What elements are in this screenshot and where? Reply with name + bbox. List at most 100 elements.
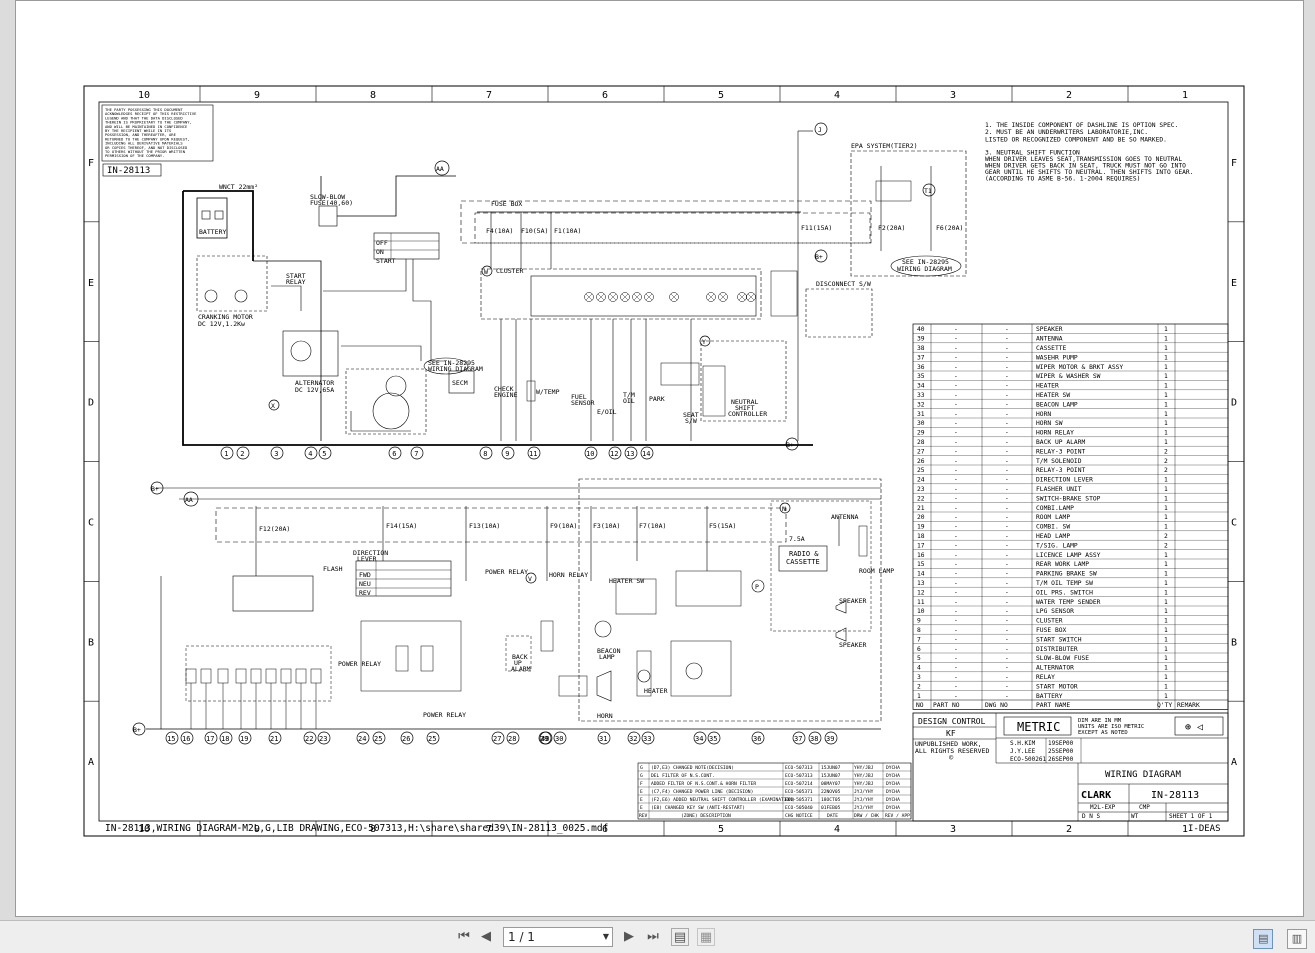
part-name-cell: START SWITCH <box>1036 636 1082 643</box>
part-no-cell: 21 <box>917 505 925 512</box>
confidential-line: RETURNED TO THE COMPANY UPON REQUEST, <box>105 136 190 141</box>
part-qty-cell: 1 <box>1164 627 1168 634</box>
first-page-button[interactable]: ⏮ <box>458 929 470 944</box>
svg-text:ALL RIGHTS RESERVED: ALL RIGHTS RESERVED <box>915 747 989 755</box>
part-qty-cell: 1 <box>1164 524 1168 531</box>
row-label: A <box>88 757 94 768</box>
part-name-cell: RELAY-3 POINT <box>1036 448 1085 455</box>
part-no-cell: 27 <box>917 448 925 455</box>
svg-text:RADIO &: RADIO & <box>789 550 819 558</box>
parts-header-cell: DWG NO <box>985 702 1008 709</box>
svg-text:F10(5A): F10(5A) <box>521 227 548 235</box>
single-page-view-icon[interactable]: ▤ <box>1253 929 1274 949</box>
part-no-cell: 4 <box>917 665 921 672</box>
revision-cell: (F2,E6) ADDED NEUTRAL SHIFT CONTROLLER (… <box>651 797 795 803</box>
svg-text:7.5A: 7.5A <box>789 535 805 543</box>
part-name-cell: HORN SW <box>1036 420 1063 427</box>
part-name-cell: LPG SENSOR <box>1036 608 1074 615</box>
svg-text:SEE IN-28295: SEE IN-28295 <box>428 359 475 367</box>
svg-text:REV: REV <box>359 589 371 597</box>
node-labels: AA J T1 X B+ B+ AA B+ B+ W Y <box>132 122 936 736</box>
svg-text:NEU: NEU <box>359 580 371 588</box>
svg-text:-: - <box>954 542 958 549</box>
fit-page-icon[interactable]: ▤ <box>671 928 689 946</box>
revision-cell: DYCHA <box>886 805 900 811</box>
svg-text:S.H.KIM: S.H.KIM <box>1010 740 1036 747</box>
fit-width-icon[interactable]: ▦ <box>697 928 715 946</box>
part-qty-cell: 1 <box>1164 495 1168 502</box>
svg-text:HORN RELAY: HORN RELAY <box>549 571 588 579</box>
revision-cell: (C7,F4) CHANGED POWER LINE (DECISION) <box>651 789 753 795</box>
svg-text:F1(10A): F1(10A) <box>554 227 581 235</box>
part-qty-cell: 1 <box>1164 420 1168 427</box>
svg-text:M2L-EXP: M2L-EXP <box>1090 804 1116 811</box>
svg-text:-: - <box>1005 533 1009 540</box>
revision-header-cell: REV <box>639 813 648 819</box>
power-section <box>182 130 967 446</box>
confidential-line: TO OTHERS WITHOUT THE PRIOR WRITTEN <box>105 149 186 154</box>
part-qty-cell: 1 <box>1164 364 1168 371</box>
revision-cell: E <box>640 789 643 795</box>
svg-text:E/OIL: E/OIL <box>597 408 617 416</box>
callout-number: 9 <box>505 450 509 458</box>
svg-text:-: - <box>1005 599 1009 606</box>
callout-number: 24 <box>358 735 366 743</box>
svg-text:P: P <box>755 583 759 591</box>
svg-text:F5(15A): F5(15A) <box>709 522 736 530</box>
part-no-cell: 1 <box>917 693 921 700</box>
svg-text:METRIC: METRIC <box>1017 720 1060 734</box>
last-page-button[interactable]: ⏭ <box>647 929 659 944</box>
part-name-cell: BATTERY <box>1036 693 1063 700</box>
svg-text:-: - <box>954 345 958 352</box>
part-qty-cell: 2 <box>1164 448 1168 455</box>
part-name-cell: HORN RELAY <box>1036 430 1074 437</box>
callout-number: 4 <box>308 450 312 458</box>
svg-text:SPEAKER: SPEAKER <box>839 641 866 649</box>
part-qty-cell: 1 <box>1164 561 1168 568</box>
svg-text:SHEET 1 OF 1: SHEET 1 OF 1 <box>1169 813 1213 820</box>
column-label: 10 <box>138 824 150 835</box>
part-no-cell: 12 <box>917 589 925 596</box>
revision-cell: DYCHA <box>886 797 900 803</box>
part-no-cell: 18 <box>917 533 925 540</box>
revision-cell: 01FEB05 <box>821 805 841 811</box>
svg-text:SHIFT: SHIFT <box>735 404 755 412</box>
svg-text:CLUSTER: CLUSTER <box>496 267 523 275</box>
svg-text:B+: B+ <box>815 253 823 261</box>
continuous-view-icon[interactable]: ▥ <box>1287 929 1307 949</box>
part-qty-cell: 1 <box>1164 326 1168 333</box>
svg-text:DC 12V,1.2Kw: DC 12V,1.2Kw <box>198 320 245 328</box>
next-page-button[interactable]: ▶ <box>624 929 634 944</box>
svg-text:LAMP: LAMP <box>599 653 615 661</box>
note-line: (ACCORDING TO ASME B-56. 1-2004 REQUIRES… <box>985 176 1140 183</box>
part-no-cell: 40 <box>917 326 925 333</box>
column-label: 4 <box>834 90 840 101</box>
svg-text:HEATER SW: HEATER SW <box>609 577 644 585</box>
svg-text:-: - <box>954 326 958 333</box>
part-name-cell: SPEAKER <box>1036 326 1063 333</box>
revision-cell: DYCHA <box>886 789 900 795</box>
revision-cell: DEL FILTER OF N.S.CONT. <box>651 773 715 779</box>
part-qty-cell: 1 <box>1164 599 1168 606</box>
svg-text:-: - <box>1005 467 1009 474</box>
svg-text:-: - <box>954 383 958 390</box>
svg-text:-: - <box>1005 373 1009 380</box>
svg-text:DC 12V,65A: DC 12V,65A <box>295 386 334 394</box>
svg-text:N: N <box>782 505 786 513</box>
part-no-cell: 16 <box>917 552 925 559</box>
svg-text:SEAT: SEAT <box>683 411 699 419</box>
svg-text:F11(15A): F11(15A) <box>801 224 832 232</box>
revision-cell: ECO-505040 <box>785 805 813 811</box>
revision-cell: 22NOV05 <box>821 789 841 795</box>
svg-text:ECO-500261: ECO-500261 <box>1010 756 1047 763</box>
svg-text:-: - <box>1005 401 1009 408</box>
svg-text:RELAY: RELAY <box>286 278 306 286</box>
svg-text:-: - <box>954 683 958 690</box>
part-no-cell: 29 <box>917 430 925 437</box>
previous-page-button[interactable]: ◀ <box>481 929 491 944</box>
revision-cell: JYJ/YHY <box>854 789 874 795</box>
page-number-select[interactable]: 1 / 1 ▼ <box>503 927 613 947</box>
svg-text:DESIGN CONTROL: DESIGN CONTROL <box>918 717 986 726</box>
part-name-cell: COMBI.LAMP <box>1036 505 1074 512</box>
part-name-cell: SWITCH-BRAKE STOP <box>1036 495 1101 502</box>
